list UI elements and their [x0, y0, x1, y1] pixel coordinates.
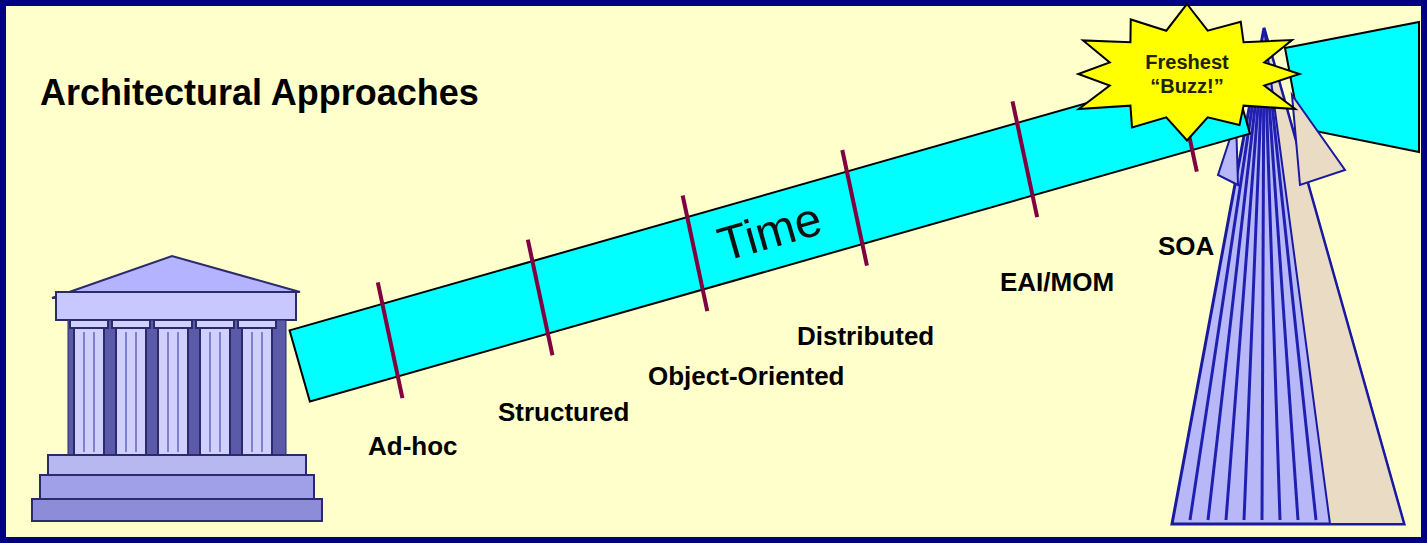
tower-wing — [1292, 95, 1345, 185]
band-fill — [290, 62, 1250, 401]
starburst-fill — [1078, 4, 1299, 141]
temple-column — [158, 328, 188, 455]
starburst-outline — [1062, 4, 1312, 144]
time-tick — [675, 195, 715, 311]
timeline-band: Time — [290, 62, 1250, 401]
temple-step — [32, 499, 322, 521]
callout-text: Freshest “Buzz!” — [1137, 50, 1237, 98]
greek-temple — [32, 256, 322, 521]
temple-column — [116, 328, 146, 455]
temple-column — [242, 328, 272, 455]
timeline-label: Object-Oriented — [648, 362, 844, 392]
temple-entablature — [56, 292, 296, 320]
column-capital — [70, 320, 108, 328]
temple-step — [40, 475, 314, 499]
temple-interior — [68, 320, 286, 455]
time-tick — [370, 282, 410, 398]
timeline-label: Distributed — [797, 322, 934, 352]
temple-column — [74, 328, 104, 455]
temple-columns — [70, 320, 276, 455]
timeline-label: Structured — [498, 398, 629, 428]
time-tick — [1005, 101, 1045, 217]
timeline-label: SOA — [1158, 232, 1214, 262]
temple-column — [200, 328, 230, 455]
timeline-label: EAI/MOM — [1000, 268, 1114, 298]
column-capital — [238, 320, 276, 328]
timeline-label: Ad-hoc — [368, 432, 458, 462]
temple-step — [48, 455, 306, 475]
time-tick — [520, 240, 560, 356]
column-capital — [196, 320, 234, 328]
starburst: Freshest “Buzz!” — [1062, 4, 1312, 144]
time-tick — [835, 150, 875, 266]
slide-title: Architectural Approaches — [40, 72, 479, 113]
column-capital — [112, 320, 150, 328]
column-capital — [154, 320, 192, 328]
column-flutes — [84, 332, 262, 452]
